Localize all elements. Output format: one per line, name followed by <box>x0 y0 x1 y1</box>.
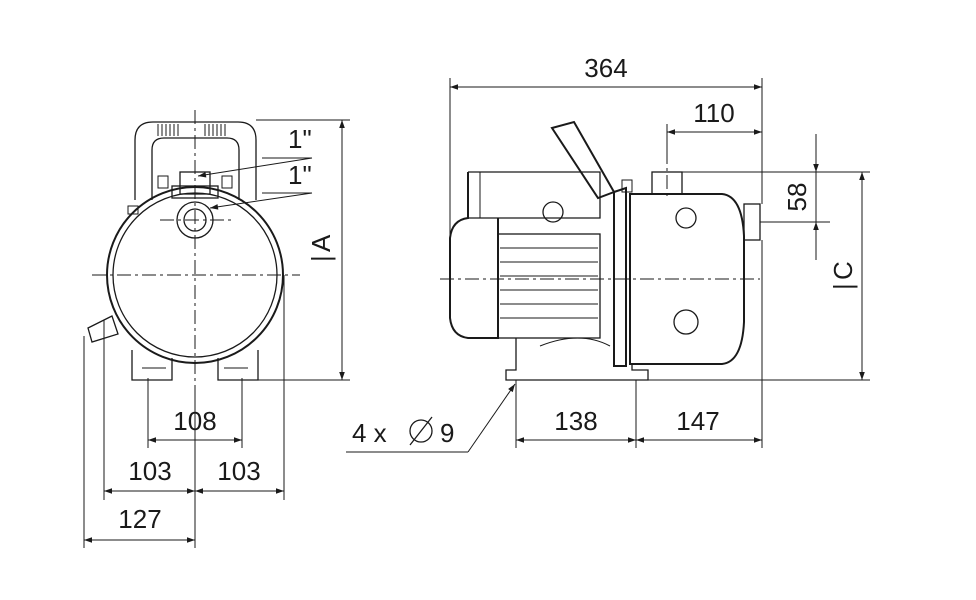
side-fan-cover <box>449 172 499 339</box>
side-base <box>505 338 649 381</box>
front-foot-right <box>217 350 259 381</box>
side-drain-plug <box>673 309 699 335</box>
side-motor-body <box>497 233 601 339</box>
label-138: 138 <box>554 406 597 436</box>
front-view <box>83 110 350 548</box>
front-foot-left <box>131 350 173 381</box>
side-vent-plug <box>621 179 633 193</box>
label-inlet-size: 1" <box>288 160 312 190</box>
label-110: 110 <box>693 98 734 128</box>
front-clip-left <box>157 175 169 189</box>
label-103-right: 103 <box>217 456 260 486</box>
label-height-a: A <box>306 234 336 252</box>
label-height-c: C <box>828 261 858 280</box>
label-364: 364 <box>584 53 627 83</box>
label-hole-count: 4 x <box>352 418 387 448</box>
label-147: 147 <box>676 406 719 436</box>
label-103-left: 103 <box>128 456 171 486</box>
side-view <box>346 78 870 453</box>
label-127: 127 <box>118 504 161 534</box>
diameter-icon <box>409 416 433 446</box>
front-tab <box>127 205 139 215</box>
label-58: 58 <box>782 183 812 212</box>
front-clip-right <box>221 175 233 189</box>
side-flange <box>613 186 627 367</box>
side-handle <box>550 120 616 200</box>
label-height-c-bar: | <box>828 283 858 290</box>
label-108: 108 <box>173 406 216 436</box>
label-height-a-bar: | <box>306 255 336 262</box>
side-pump-housing <box>629 193 745 365</box>
side-motor-fins <box>500 247 598 319</box>
side-inlet-port <box>743 203 761 241</box>
inlet-leader <box>209 192 313 210</box>
front-handle-grip <box>157 124 226 136</box>
side-priming-plug <box>675 207 697 229</box>
side-terminal-box <box>468 171 601 219</box>
side-base-curve <box>539 337 611 347</box>
hole-leader-diagonal <box>467 383 516 453</box>
label-outlet-size: 1" <box>288 124 312 154</box>
side-capacitor <box>542 201 564 223</box>
label-hole-diameter: 9 <box>440 418 454 448</box>
outlet-leader <box>197 157 313 178</box>
front-drain-plug <box>87 315 119 343</box>
